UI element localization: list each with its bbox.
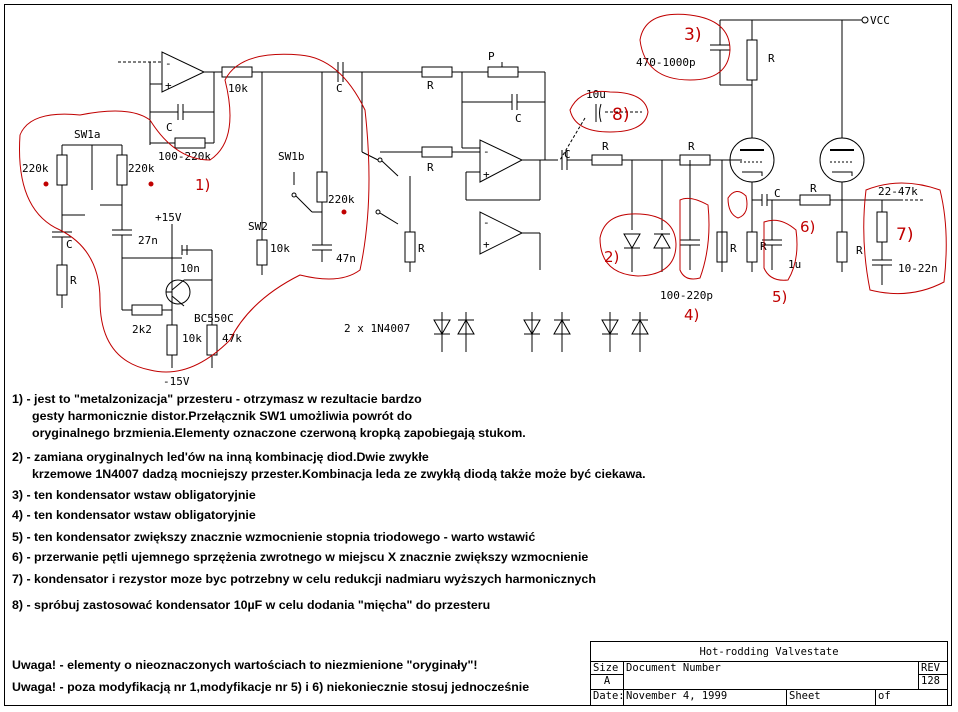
stage2-out: C R R 100-220p 10u [559,88,742,302]
svg-text:7): 7) [896,225,913,245]
svg-text:R: R [856,244,863,257]
feedback-network: C 100-220k [149,62,215,163]
svg-text:220k: 220k [128,162,155,175]
svg-text:+15V: +15V [155,211,182,224]
svg-text:4): 4) [684,306,699,324]
note-3: 3) - ten kondensator wstaw obligatoryjni… [12,488,256,502]
svg-text:1): 1) [195,176,210,194]
svg-text:C: C [336,82,343,95]
svg-text:R: R [418,242,425,255]
note-5: 5) - ten kondensator zwiększy znacznie w… [12,530,536,544]
note-8: 8) - spróbuj zastosować kondensator 10µF… [12,598,491,612]
svg-text:2 x 1N4007: 2 x 1N4007 [344,322,410,335]
svg-text:47k: 47k [222,332,242,345]
svg-text:SW1a: SW1a [74,128,101,141]
svg-text:8): 8) [612,105,629,125]
svg-text:10-22n: 10-22n [898,262,938,275]
label-r-fb: 100-220k [158,150,211,163]
warning-1: Uwaga! - elementy o nieoznaczonych warto… [12,658,478,672]
svg-text:10k: 10k [228,82,248,95]
svg-text:SW2: SW2 [248,220,268,233]
svg-text:R: R [427,161,434,174]
svg-text:R: R [70,274,77,287]
sw2-switch: R [361,72,425,272]
note-7: 7) - kondensator i rezystor moze byc pot… [12,572,596,586]
title-cell: Hot-rodding Valvestate [590,641,948,662]
svg-text:47n: 47n [336,252,356,265]
svg-text:+: + [483,238,490,251]
rev-value: 128 [918,674,948,690]
svg-text:6): 6) [800,218,815,236]
svg-text:BC550C: BC550C [194,312,234,325]
size-label: Size [590,661,624,675]
drawing-frame [4,4,952,706]
svg-text:-15V: -15V [163,375,190,388]
size-value: A [590,674,624,690]
svg-text:27n: 27n [138,234,158,247]
note-1: 1) - jest to "metalzonizacja" przesteru … [12,392,526,440]
input-opamp: - + [118,51,222,93]
sheet-label: Sheet [786,689,876,706]
note-6: 6) - przerwanie pętli ujemnego sprzężeni… [12,550,589,564]
document-number-label: Document Number [623,661,919,690]
of-label: of [875,689,948,706]
date-value: November 4, 1999 [623,689,787,706]
rev-label: REV [918,661,948,675]
circuit-schematic: - + C 100-220k 10k C 10k SW2 2 [19,13,947,388]
svg-text:220k: 220k [22,162,49,175]
svg-text:3): 3) [684,25,701,45]
svg-text:10k: 10k [182,332,202,345]
svg-text:VCC: VCC [870,14,890,27]
input-network: SW1a 220k 220k C R 27n 2k2 10n +15V [22,128,242,388]
svg-text:R: R [768,52,775,65]
svg-text:22-47k: 22-47k [878,185,918,198]
triodes: R VCC 470-1000p C R R R R 1u [636,14,938,285]
svg-text:10u: 10u [586,88,606,101]
svg-text:R: R [810,182,817,195]
svg-text:R: R [688,140,695,153]
svg-text:10n: 10n [180,262,200,275]
svg-text:5): 5) [772,288,787,306]
gain-stage: R P C - + - + R [380,50,558,270]
diode-options: 2 x 1N4007 [344,312,649,352]
stage1-out: 10k C 10k SW2 220k 47n SW1b [221,62,422,275]
svg-text:C: C [66,238,73,251]
warning-2: Uwaga! - poza modyfikacją nr 1,modyfikac… [12,680,530,694]
svg-text:-: - [165,57,172,70]
title-block: Hot-rodding Valvestate Size A Document N… [590,641,948,706]
annotation-numbers: 1) 2) 3) 4) 5) 6) 7) 8) [195,25,913,324]
svg-text:100-220p: 100-220p [660,289,713,302]
svg-text:P: P [488,50,495,63]
svg-text:2k2: 2k2 [132,323,152,336]
svg-text:SW1b: SW1b [278,150,305,163]
svg-text:-: - [483,145,490,158]
svg-text:-: - [483,216,490,229]
svg-text:R: R [427,79,434,92]
date-label: Date: [590,689,624,706]
svg-text:220k: 220k [328,193,355,206]
note-4: 4) - ten kondensator wstaw obligatoryjni… [12,508,256,522]
svg-text:R: R [730,242,737,255]
note-2: 2) - zamiana oryginalnych led'ów na inną… [12,450,646,481]
label-c-fb: C [166,121,173,134]
svg-text:C: C [564,148,571,161]
svg-text:10k: 10k [270,242,290,255]
red-annotations [19,13,947,373]
svg-text:+: + [165,79,172,92]
svg-text:+: + [483,168,490,181]
svg-text:C: C [774,187,781,200]
svg-text:R: R [602,140,609,153]
svg-text:2): 2) [604,248,619,266]
svg-text:C: C [515,112,522,125]
